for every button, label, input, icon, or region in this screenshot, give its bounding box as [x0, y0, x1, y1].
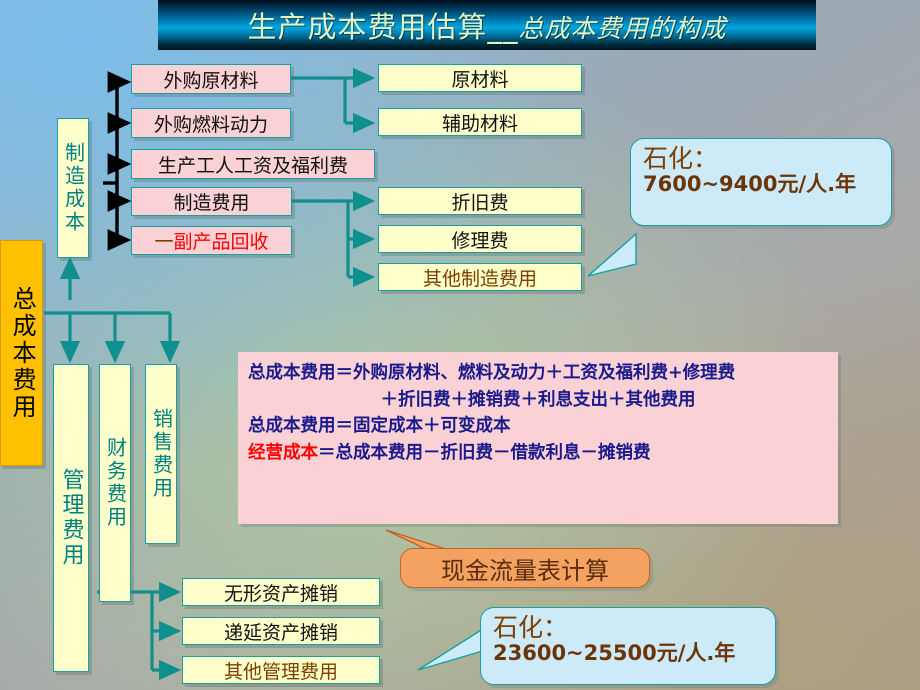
node-other-manufacturing-cost[interactable]: 其他制造费用: [378, 263, 582, 291]
node-total-cost[interactable]: 总成本费用: [0, 240, 43, 466]
callout-petrochemical-top[interactable]: 石化： 7600~9400元/人.年: [630, 138, 892, 226]
formula-line-2: ＋折旧费＋摊销费＋利息支出＋其他费用: [380, 389, 696, 410]
node-finance-expense-label: 财务费用: [103, 437, 128, 529]
node-selling-expense-label: 销售费用: [149, 408, 174, 500]
node-auxiliary-material[interactable]: 辅助材料: [378, 108, 582, 136]
node-purchased-raw-material[interactable]: 外购原材料: [131, 64, 291, 94]
node-byproduct-recovery-label: 一副产品回收: [154, 227, 268, 254]
callout-cashflow[interactable]: 现金流量表计算: [400, 548, 650, 588]
node-finance-expense[interactable]: 财务费用: [99, 364, 131, 602]
callout-tail-bottom: [417, 625, 487, 671]
node-total-cost-label: 总成本费用: [8, 285, 37, 421]
node-repair-cost-label: 修理费: [451, 229, 509, 252]
node-purchased-fuel-power-label: 外购燃料动力: [153, 113, 268, 136]
node-depreciation-label: 折旧费: [451, 191, 509, 214]
node-deferred-amortization-label: 递延资产摊销: [223, 621, 338, 644]
byproduct-text: 副产品回收: [173, 231, 269, 253]
slide-title-banner: 生产成本费用估算__总成本费用的构成: [158, 0, 816, 50]
node-purchased-raw-material-label: 外购原材料: [163, 69, 259, 92]
title-underscore: __: [487, 10, 519, 44]
node-intangible-amortization[interactable]: 无形资产摊销: [182, 578, 380, 606]
callout-bottom-value: 23600~25500元/人.年: [493, 641, 736, 665]
slide-title-text: 生产成本费用估算__总成本费用的构成: [247, 4, 726, 46]
node-admin-expense-label: 管理费用: [58, 468, 84, 568]
node-intangible-amortization-label: 无形资产摊销: [223, 582, 338, 605]
node-auxiliary-material-label: 辅助材料: [441, 112, 518, 135]
callout-bottom-title: 石化：: [493, 613, 569, 642]
formula-operating-cost-rest: ＝总成本费用－折旧费－借款利息－摊销费: [318, 442, 651, 463]
formula-line-4: 经营成本＝总成本费用－折旧费－借款利息－摊销费: [248, 440, 828, 467]
node-manufacturing-cost[interactable]: 制造成本: [57, 118, 89, 258]
callout-top-title: 石化：: [643, 144, 719, 173]
node-manufacturing-cost-label: 制造成本: [61, 142, 86, 234]
node-selling-expense[interactable]: 销售费用: [145, 364, 177, 544]
node-byproduct-recovery[interactable]: 一副产品回收: [131, 226, 292, 255]
node-repair-cost[interactable]: 修理费: [378, 225, 582, 253]
node-manufacturing-overhead[interactable]: 制造费用: [131, 187, 292, 216]
callout-petrochemical-bottom[interactable]: 石化： 23600~25500元/人.年: [480, 607, 776, 685]
formula-line-3: 总成本费用＝固定成本＋可变成本: [248, 416, 511, 437]
formula-operating-cost-term: 经营成本: [248, 442, 318, 463]
node-worker-wages-benefits-label: 生产工人工资及福利费: [157, 154, 348, 177]
formula-panel: 总成本费用＝外购原材料、燃料及动力＋工资及福利费+修理费 ＋折旧费＋摊销费＋利息…: [238, 352, 838, 524]
node-raw-material[interactable]: 原材料: [378, 64, 582, 92]
callout-top-value: 7600~9400元/人.年: [643, 172, 857, 196]
node-raw-material-label: 原材料: [451, 68, 509, 91]
node-other-manufacturing-cost-label: 其他制造费用: [422, 267, 537, 290]
node-manufacturing-overhead-label: 制造费用: [173, 192, 250, 214]
title-sub: 总成本费用的构成: [518, 14, 727, 43]
callout-cashflow-label: 现金流量表计算: [441, 556, 609, 585]
node-admin-expense[interactable]: 管理费用: [53, 364, 89, 672]
node-other-admin-expense[interactable]: 其他管理费用: [182, 656, 380, 684]
callout-tail-top: [587, 232, 637, 277]
title-main: 生产成本费用估算: [247, 10, 488, 44]
node-other-admin-expense-label: 其他管理费用: [223, 660, 338, 683]
byproduct-minus-sign: 一: [154, 231, 174, 253]
node-deferred-amortization[interactable]: 递延资产摊销: [182, 617, 380, 645]
node-depreciation[interactable]: 折旧费: [378, 187, 582, 215]
node-purchased-fuel-power[interactable]: 外购燃料动力: [131, 108, 291, 138]
formula-line-1: 总成本费用＝外购原材料、燃料及动力＋工资及福利费+修理费: [248, 363, 736, 383]
node-worker-wages-benefits[interactable]: 生产工人工资及福利费: [131, 149, 375, 179]
